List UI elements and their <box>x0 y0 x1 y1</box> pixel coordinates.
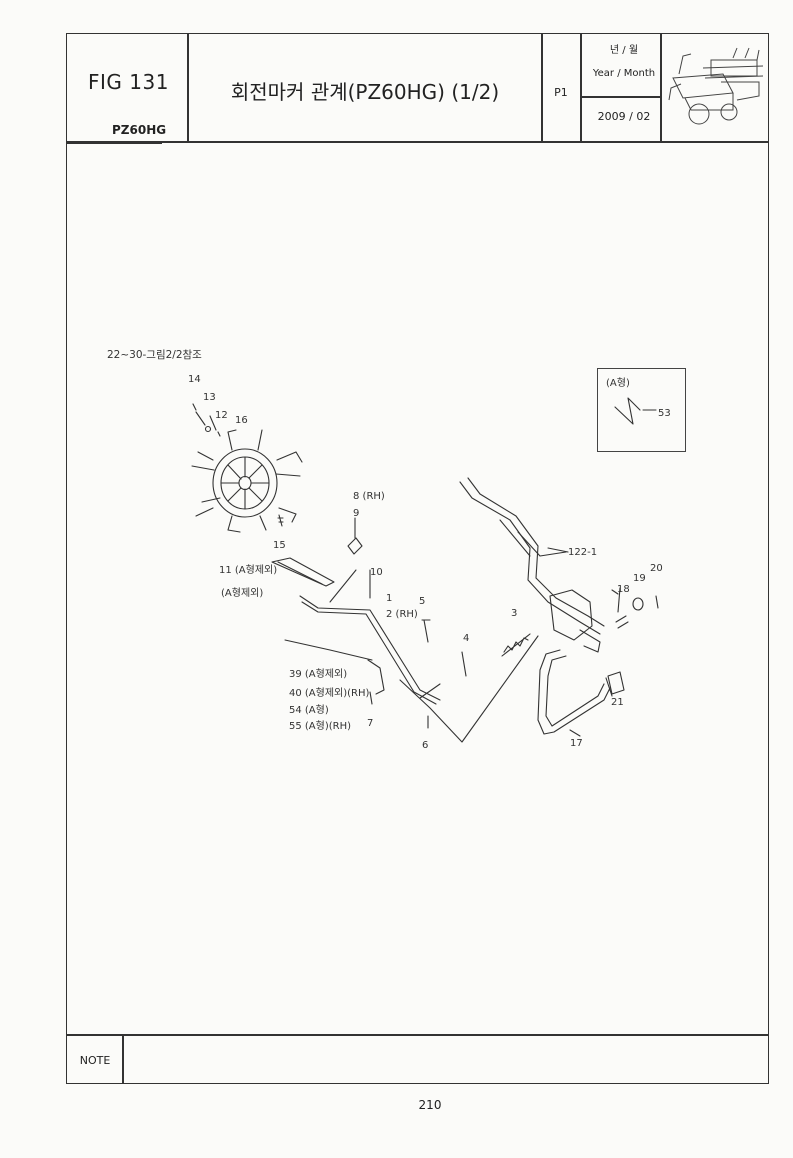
part-label-7: 7 <box>367 718 374 729</box>
link-39 <box>367 659 385 695</box>
part-label-54: 54 (A형) <box>289 705 329 716</box>
part-label-20: 20 <box>650 563 663 574</box>
pin-5 <box>421 619 431 643</box>
header-col-divider-2 <box>541 33 543 141</box>
lever-122-1 <box>459 481 601 635</box>
page-code: P1 <box>554 86 568 99</box>
washer-13 <box>204 425 212 433</box>
part-label-4: 4 <box>463 633 470 644</box>
pin-14 <box>192 403 197 411</box>
model-code: PZ60HG <box>112 123 167 137</box>
part-label-11-sub: (A형제외) <box>221 588 264 599</box>
cap-21 <box>607 671 625 695</box>
spring-3 <box>501 633 531 657</box>
date-divider <box>580 96 660 98</box>
part-label-8: 8 (RH) <box>353 491 385 502</box>
page-title: 회전마커 관계(PZ60HG) (1/2) <box>230 80 500 104</box>
bolt-15 <box>277 514 284 527</box>
page-frame <box>66 33 769 1084</box>
part-label-122-1: 122-1 <box>568 547 598 558</box>
bracket-11 <box>271 557 335 587</box>
part-label-2: 2 (RH) <box>386 609 418 620</box>
part-label-11: 11 (A형제외) <box>219 565 278 576</box>
marker-wheel-16 <box>191 429 303 533</box>
header-col-divider-1 <box>187 33 189 141</box>
nut-12 <box>217 431 221 437</box>
washer-19 <box>632 597 644 611</box>
issue-date: 2009 / 02 <box>597 110 651 123</box>
note-col-divider <box>122 1034 124 1084</box>
inset-detail-box <box>597 368 686 452</box>
header-divider <box>66 141 769 143</box>
part-label-1: 1 <box>386 593 393 604</box>
part-label-15: 15 <box>273 540 286 551</box>
year-month-label-ko: 년 / 월 <box>609 45 639 56</box>
fig-number: FIG 131 <box>88 70 169 94</box>
part-label-39: 39 (A형제외) <box>289 669 348 680</box>
part-label-14: 14 <box>188 374 201 385</box>
part-label-21: 21 <box>611 697 624 708</box>
part-label-9: 9 <box>353 508 360 519</box>
part-label-13: 13 <box>203 392 216 403</box>
part-label-10: 10 <box>370 567 383 578</box>
clip-8 <box>347 537 363 555</box>
year-month-label-en: Year / Month <box>592 68 656 79</box>
part-label-6: 6 <box>422 740 429 751</box>
reference-note: 22~30-그림2/2참조 <box>107 349 202 361</box>
part-label-12: 12 <box>215 410 228 421</box>
part-label-17: 17 <box>570 738 583 749</box>
spring-18 <box>615 615 629 629</box>
part-label-3: 3 <box>511 608 518 619</box>
pin-7 <box>369 691 373 705</box>
header-underline-accent <box>66 143 162 144</box>
header-col-divider-4 <box>660 33 662 141</box>
machine-thumbnail-image <box>668 47 764 125</box>
part-label-40: 40 (A형제외)(RH) <box>289 688 370 699</box>
spring-clip-53 <box>614 397 641 425</box>
note-label: NOTE <box>79 1054 111 1067</box>
part-label-16: 16 <box>235 415 248 426</box>
part-label-5: 5 <box>419 596 426 607</box>
part-label-18: 18 <box>617 584 630 595</box>
part-label-53: 53 <box>658 408 671 419</box>
inset-label: (A형) <box>606 378 630 389</box>
part-label-55: 55 (A형)(RH) <box>289 721 352 732</box>
note-divider <box>66 1034 769 1036</box>
header-col-divider-3 <box>580 33 582 141</box>
hook-17 <box>537 649 611 735</box>
part-label-19: 19 <box>633 573 646 584</box>
page-number: 210 <box>418 1098 442 1112</box>
pin-4 <box>461 651 467 677</box>
